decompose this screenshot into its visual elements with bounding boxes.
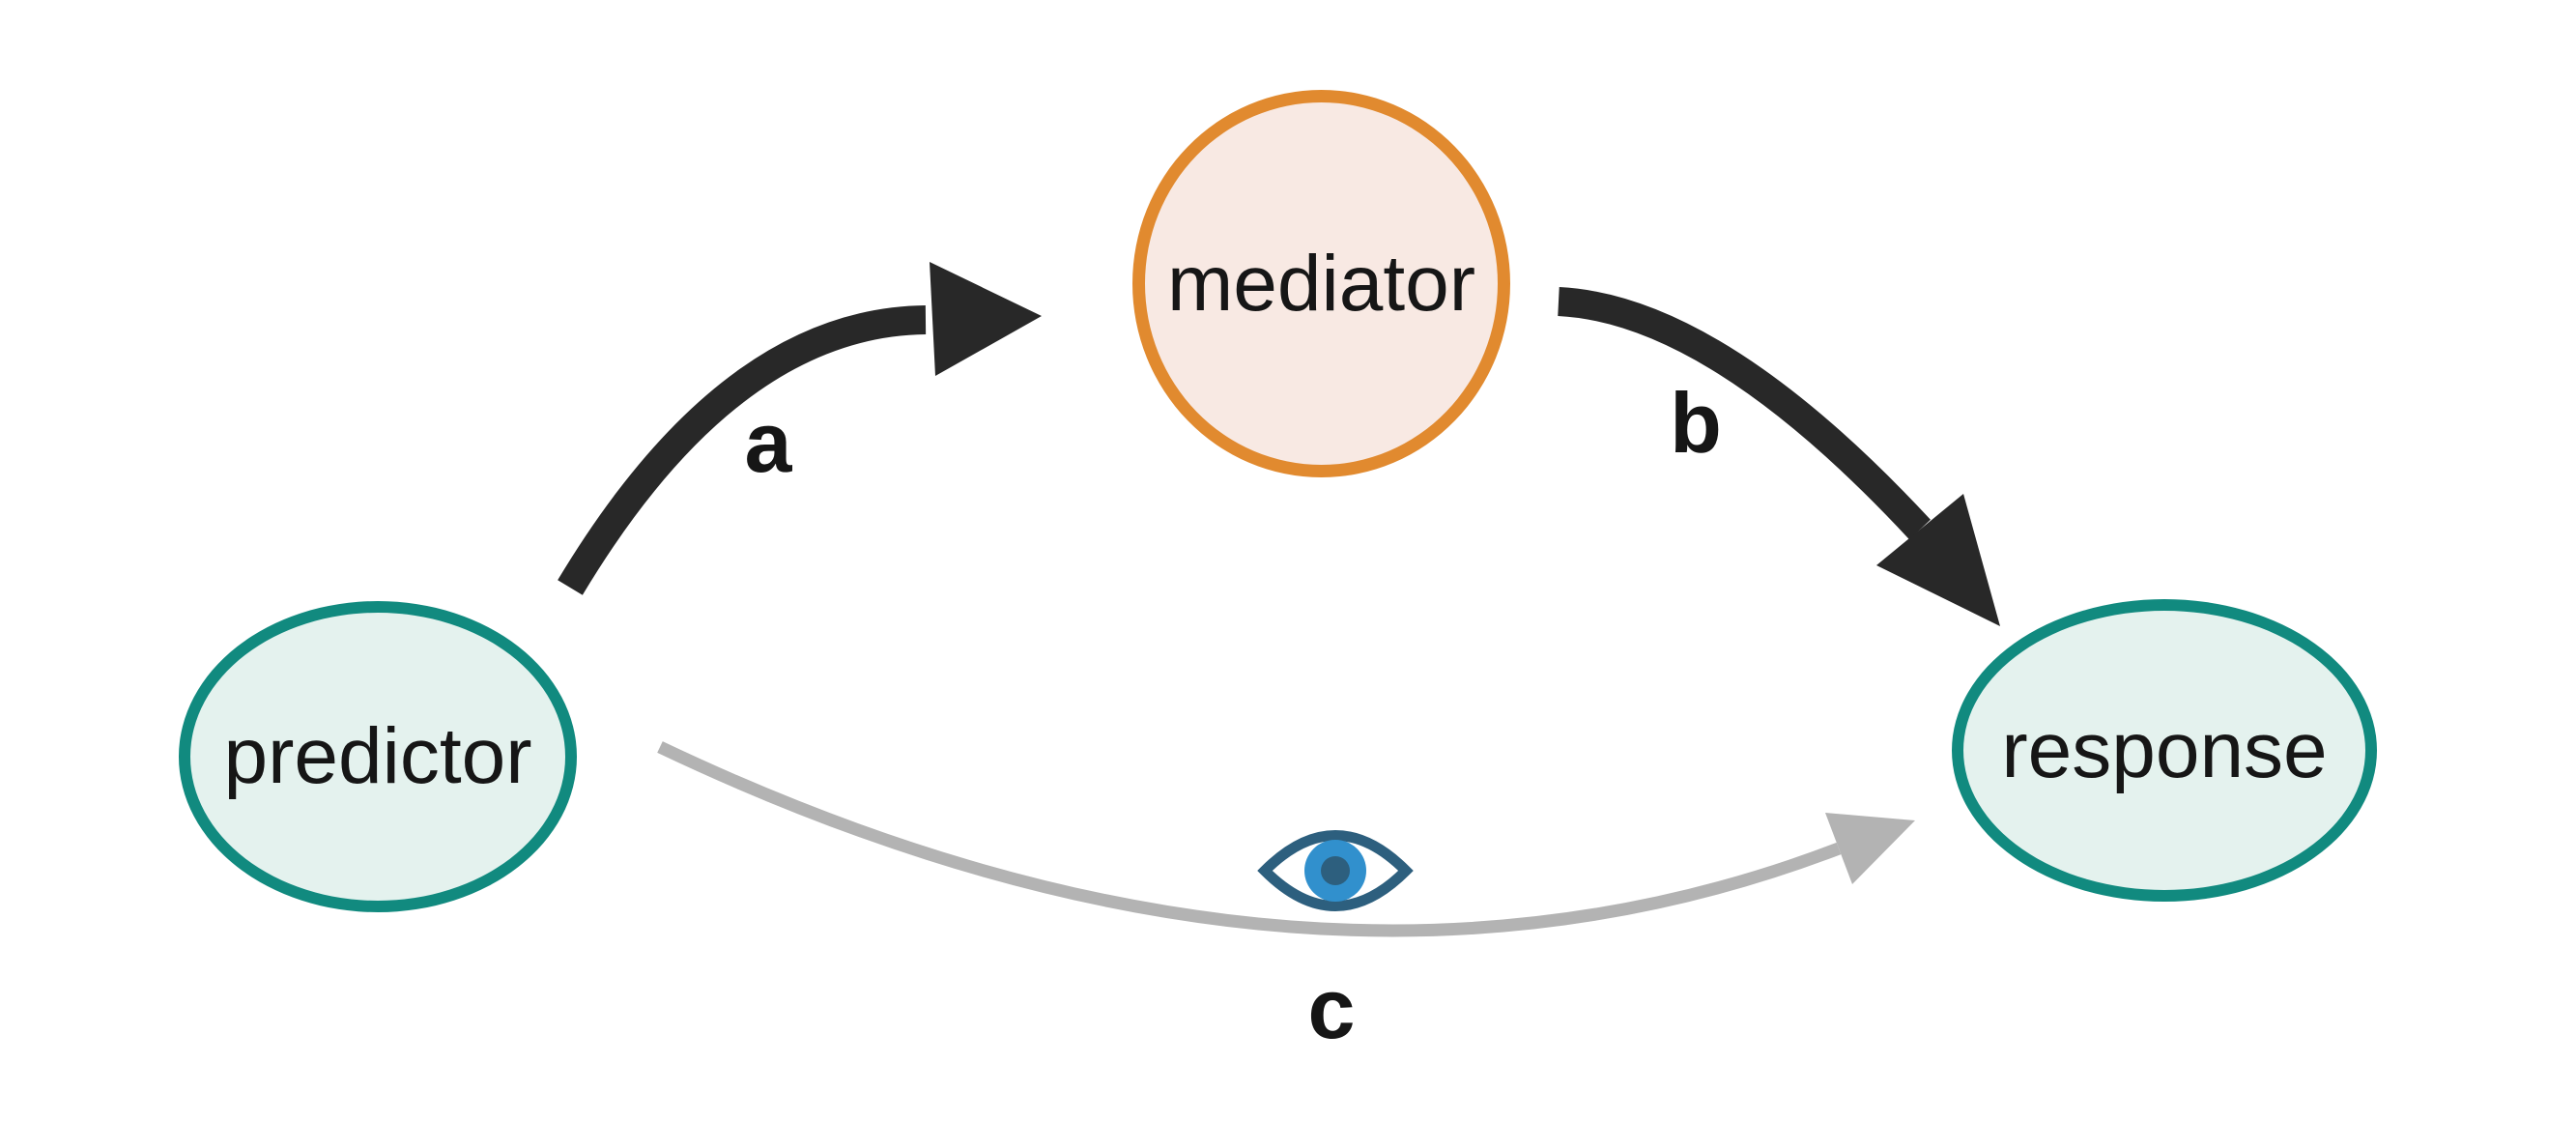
edge-b-arrowhead [1876, 494, 2000, 626]
edge-b-label: b [1670, 375, 1722, 471]
node-mediator-label: mediator [1166, 239, 1476, 328]
eye-pupil [1321, 856, 1350, 885]
edge-b-path [1558, 287, 1931, 540]
edge-c-label: c [1307, 961, 1356, 1056]
node-response-label: response [2001, 705, 2328, 794]
node-response: response [1952, 599, 2377, 902]
edge-a-label: a [744, 394, 792, 490]
edge-c-arrowhead [1825, 813, 1915, 884]
node-mediator: mediator [1132, 90, 1510, 477]
edge-c-path [657, 741, 1842, 937]
node-predictor: predictor [179, 601, 577, 912]
edge-a-arrowhead [930, 262, 1042, 376]
eye-icon [1257, 830, 1414, 911]
node-predictor-label: predictor [223, 712, 532, 800]
edge-a-path [558, 305, 927, 595]
